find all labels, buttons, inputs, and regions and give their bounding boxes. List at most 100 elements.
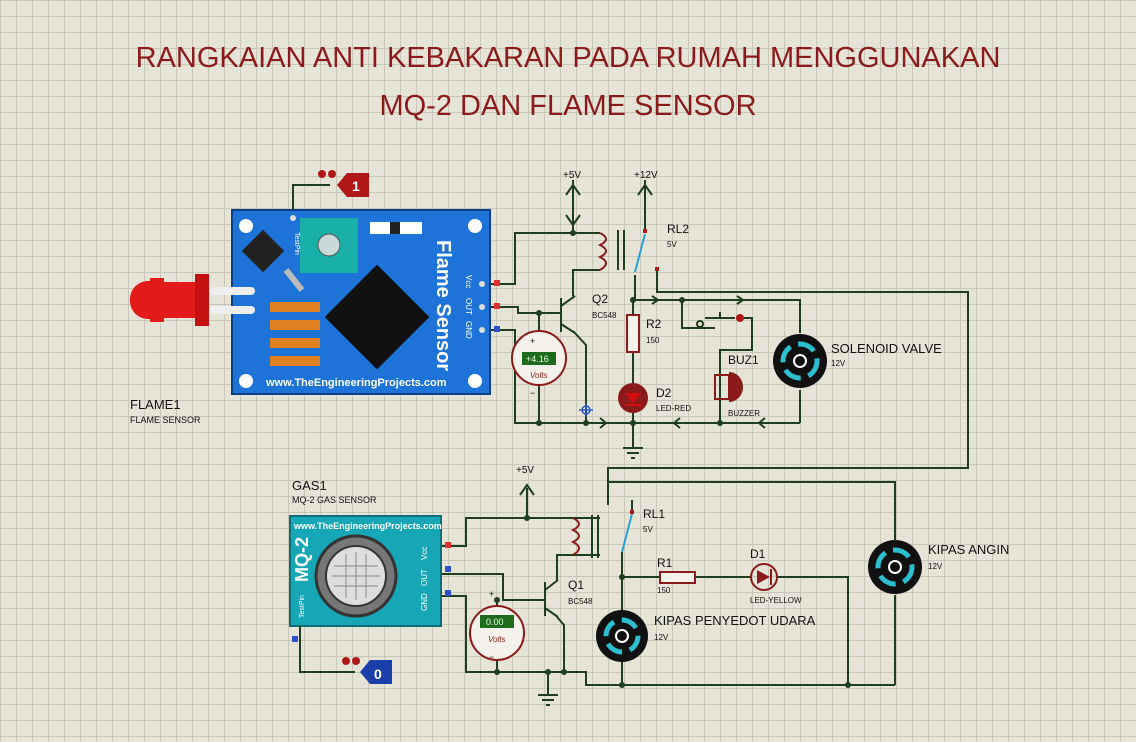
- kipas-angin-motor-icon[interactable]: [868, 540, 922, 594]
- flame-board-title: Flame Sensor: [432, 240, 454, 371]
- voltmeter-top[interactable]: +4.16 Volts + −: [511, 330, 567, 398]
- minus-sign: −: [489, 652, 494, 662]
- r2-value: 150: [646, 336, 660, 345]
- diode-band-icon: [390, 222, 400, 234]
- led-yellow-icon[interactable]: [750, 563, 778, 591]
- pin-state-low-icon: [445, 590, 451, 596]
- power-5v-bottom: +5V: [516, 465, 535, 496]
- resistor-lead-icon: [283, 268, 305, 292]
- relay-rl1-icon[interactable]: [570, 510, 634, 558]
- gas-testpin-wire: [299, 626, 355, 673]
- led-red-icon[interactable]: [618, 383, 648, 413]
- ground-bottom-icon: [538, 694, 558, 706]
- logic-probe-low[interactable]: 0: [342, 657, 392, 684]
- flame-ir-led-icon: [130, 274, 255, 326]
- push-switch-icon[interactable]: [696, 312, 744, 328]
- title-line-1: RANGKAIAN ANTI KEBAKARAN PADA RUMAH MENG…: [135, 42, 1001, 74]
- gas-sensor-module[interactable]: www.TheEngineeringProjects.com MQ-2 Vcc …: [289, 515, 451, 642]
- buz1-value: BUZZER: [728, 409, 760, 418]
- gas-testpin-label: TestPin: [299, 595, 306, 618]
- voltmeter-bottom[interactable]: 0.00 Volts + −: [469, 589, 525, 662]
- gas-ref-label: GAS1: [292, 478, 327, 493]
- voltmeter-bottom-unit: Volts: [488, 635, 506, 644]
- kipas-penyedot-motor-icon[interactable]: [596, 610, 648, 662]
- kipas-angin-name: KIPAS ANGIN: [928, 542, 1009, 557]
- rl1-value: 5V: [643, 525, 653, 534]
- resistor-r1-icon[interactable]: [659, 571, 696, 584]
- flame-ref-label: FLAME1: [130, 397, 181, 412]
- junctions: [494, 230, 851, 688]
- gas-pin-out: OUT: [420, 569, 429, 586]
- title-line-2: MQ-2 DAN FLAME SENSOR: [379, 90, 757, 122]
- plus-sign: +: [489, 589, 494, 599]
- flame-board-url: www.TheEngineeringProjects.com: [265, 377, 447, 389]
- gas-type-label: MQ-2 GAS SENSOR: [292, 495, 377, 505]
- voltmeter-top-unit: Volts: [530, 371, 548, 380]
- pin-state-high-icon: [494, 280, 500, 286]
- mq2-mesh-grid-icon: [332, 552, 380, 600]
- pin-state-high-icon: [494, 303, 500, 309]
- buz1-name: BUZ1: [728, 353, 759, 367]
- minus-sign: −: [530, 388, 535, 398]
- q1-name: Q1: [568, 578, 584, 592]
- gas-pin-gnd: GND: [420, 593, 429, 611]
- flame-pin-out: OUT: [464, 298, 473, 315]
- relay-rl2-icon[interactable]: [597, 229, 659, 273]
- transistor-q1-icon[interactable]: [541, 579, 559, 618]
- pin-state-low-icon: [292, 636, 298, 642]
- r2-name: R2: [646, 317, 662, 331]
- flow-arrows: [599, 295, 766, 429]
- d2-name: D2: [656, 386, 672, 400]
- flame-pin-gnd: GND: [464, 321, 473, 339]
- rl1-name: RL1: [643, 507, 665, 521]
- r1-value: 150: [657, 586, 671, 595]
- q2-value: BC548: [592, 311, 617, 320]
- flame-pin-vcc: Vcc: [464, 275, 473, 288]
- logic-probe-low-value: 0: [374, 666, 382, 682]
- potentiometer-knob-icon: [317, 233, 341, 257]
- resistor-r2-icon[interactable]: [626, 314, 640, 353]
- d1-name: D1: [750, 547, 766, 561]
- flame-type-label: FLAME SENSOR: [130, 415, 201, 425]
- q2-name: Q2: [592, 292, 608, 306]
- flame-pin-header-icon: [290, 215, 485, 333]
- mount-hole-icon: [239, 219, 253, 233]
- power-5v-bottom-label: +5V: [516, 465, 534, 476]
- gas-board-url: www.TheEngineeringProjects.com: [293, 521, 442, 531]
- ir-diode-chip-icon: [241, 229, 285, 273]
- solenoid-valve-motor-icon[interactable]: [773, 334, 827, 388]
- plus-sign: +: [530, 336, 535, 346]
- pin-state-low-icon: [445, 566, 451, 572]
- mount-hole-icon: [239, 374, 253, 388]
- solenoid-name: SOLENOID VALVE: [831, 341, 942, 356]
- kipas-penyedot-value: 12V: [654, 633, 669, 642]
- rl2-name: RL2: [667, 222, 689, 236]
- q1-value: BC548: [568, 597, 593, 606]
- d1-value: LED-YELLOW: [750, 596, 802, 605]
- mount-hole-icon: [468, 374, 482, 388]
- mount-hole-icon: [468, 219, 482, 233]
- kipas-angin-value: 12V: [928, 562, 943, 571]
- pin-state-low-icon: [494, 326, 500, 332]
- power-12v-top-label: +12V: [634, 170, 658, 181]
- gas-pin-vcc: Vcc: [420, 547, 429, 560]
- logic-probe-high[interactable]: 1: [318, 170, 369, 197]
- buzzer-icon[interactable]: [714, 372, 743, 402]
- rl2-value: 5V: [667, 240, 677, 249]
- pin-state-high-icon: [445, 542, 451, 548]
- voltmeter-top-value: +4.16: [526, 354, 549, 364]
- crosshair-marker-icon: [579, 403, 593, 417]
- logic-probe-high-value: 1: [352, 178, 360, 194]
- power-5v-top-label: +5V: [563, 170, 581, 181]
- ground-top-icon: [623, 447, 643, 459]
- solenoid-value: 12V: [831, 359, 846, 368]
- power-5v-top: +5V: [563, 170, 581, 227]
- smd-resistors-icon: [270, 302, 320, 366]
- voltmeter-bottom-value: 0.00: [486, 617, 504, 627]
- flame-sensor-module[interactable]: TestPin Flame Sensor Vcc OUT GND www.The…: [231, 209, 500, 395]
- power-12v-top: +12V: [634, 170, 658, 196]
- gas-board-title: MQ-2: [292, 537, 312, 582]
- transistor-q2-icon[interactable]: [556, 295, 576, 334]
